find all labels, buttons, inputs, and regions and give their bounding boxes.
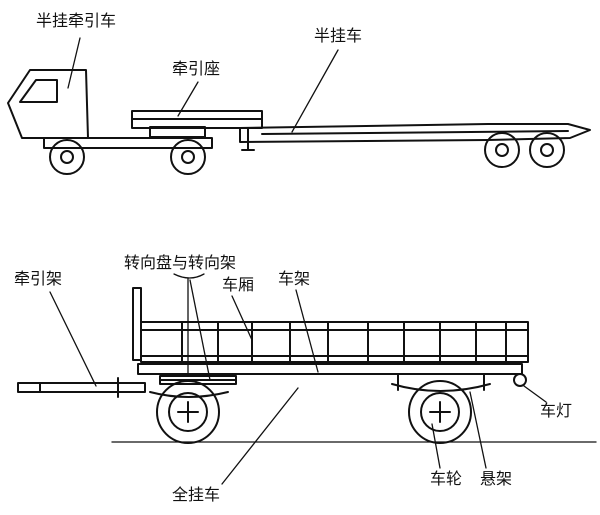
front-leaf-spring xyxy=(149,391,229,398)
frame-rails xyxy=(137,363,523,375)
tractor-rear-wheel xyxy=(170,139,206,175)
label-tail-light: 车灯 xyxy=(540,401,573,420)
leader-fifth-wheel xyxy=(177,81,199,117)
tail-light xyxy=(513,373,527,387)
label-fifth-wheel: 牵引座 xyxy=(172,59,221,78)
full-trailer xyxy=(17,287,529,444)
leader-cargo-box xyxy=(231,295,253,341)
leader-tail-light xyxy=(523,385,547,403)
tractor-windshield xyxy=(19,79,58,103)
leader-frame xyxy=(295,289,319,373)
label-wheel: 车轮 xyxy=(430,469,463,488)
turntable xyxy=(159,375,237,385)
label-semi-tractor: 半挂牵引车 xyxy=(36,11,117,30)
label-cargo-box: 车厢 xyxy=(222,275,255,294)
tractor-front-wheel xyxy=(49,139,85,175)
label-suspension: 悬架 xyxy=(480,469,513,488)
cargo-box-body xyxy=(140,321,529,363)
label-tow-frame: 牵引架 xyxy=(14,269,63,288)
semi-trailer xyxy=(131,110,591,168)
front-board xyxy=(132,287,142,361)
leader-suspension xyxy=(469,391,487,469)
leader-steering xyxy=(189,279,211,381)
semi-tractor-truck xyxy=(7,69,213,175)
semi-trailer-deck xyxy=(239,123,591,143)
label-semi-trailer: 半挂车 xyxy=(314,26,363,45)
semi-trailer-wheel-1 xyxy=(484,132,520,168)
label-frame: 车架 xyxy=(278,269,311,288)
cargo-box-stakes xyxy=(181,321,507,363)
label-full-trailer: 全挂车 xyxy=(172,485,221,504)
leader-semi-trailer xyxy=(291,49,339,133)
front-wheel xyxy=(156,380,220,444)
tractor-cab xyxy=(7,69,89,139)
rear-leaf-spring xyxy=(391,383,491,392)
tow-bar xyxy=(17,382,146,393)
leader-full-trailer xyxy=(221,387,299,485)
semi-trailer-wheel-2 xyxy=(529,132,565,168)
brace-turntable xyxy=(173,273,205,279)
label-turntable-steering: 转向盘与转向架 xyxy=(124,253,237,272)
rear-wheel xyxy=(408,380,472,444)
leader-tow-frame xyxy=(49,291,97,387)
leader-wheel xyxy=(431,423,441,469)
leader-semi-tractor xyxy=(67,37,81,89)
